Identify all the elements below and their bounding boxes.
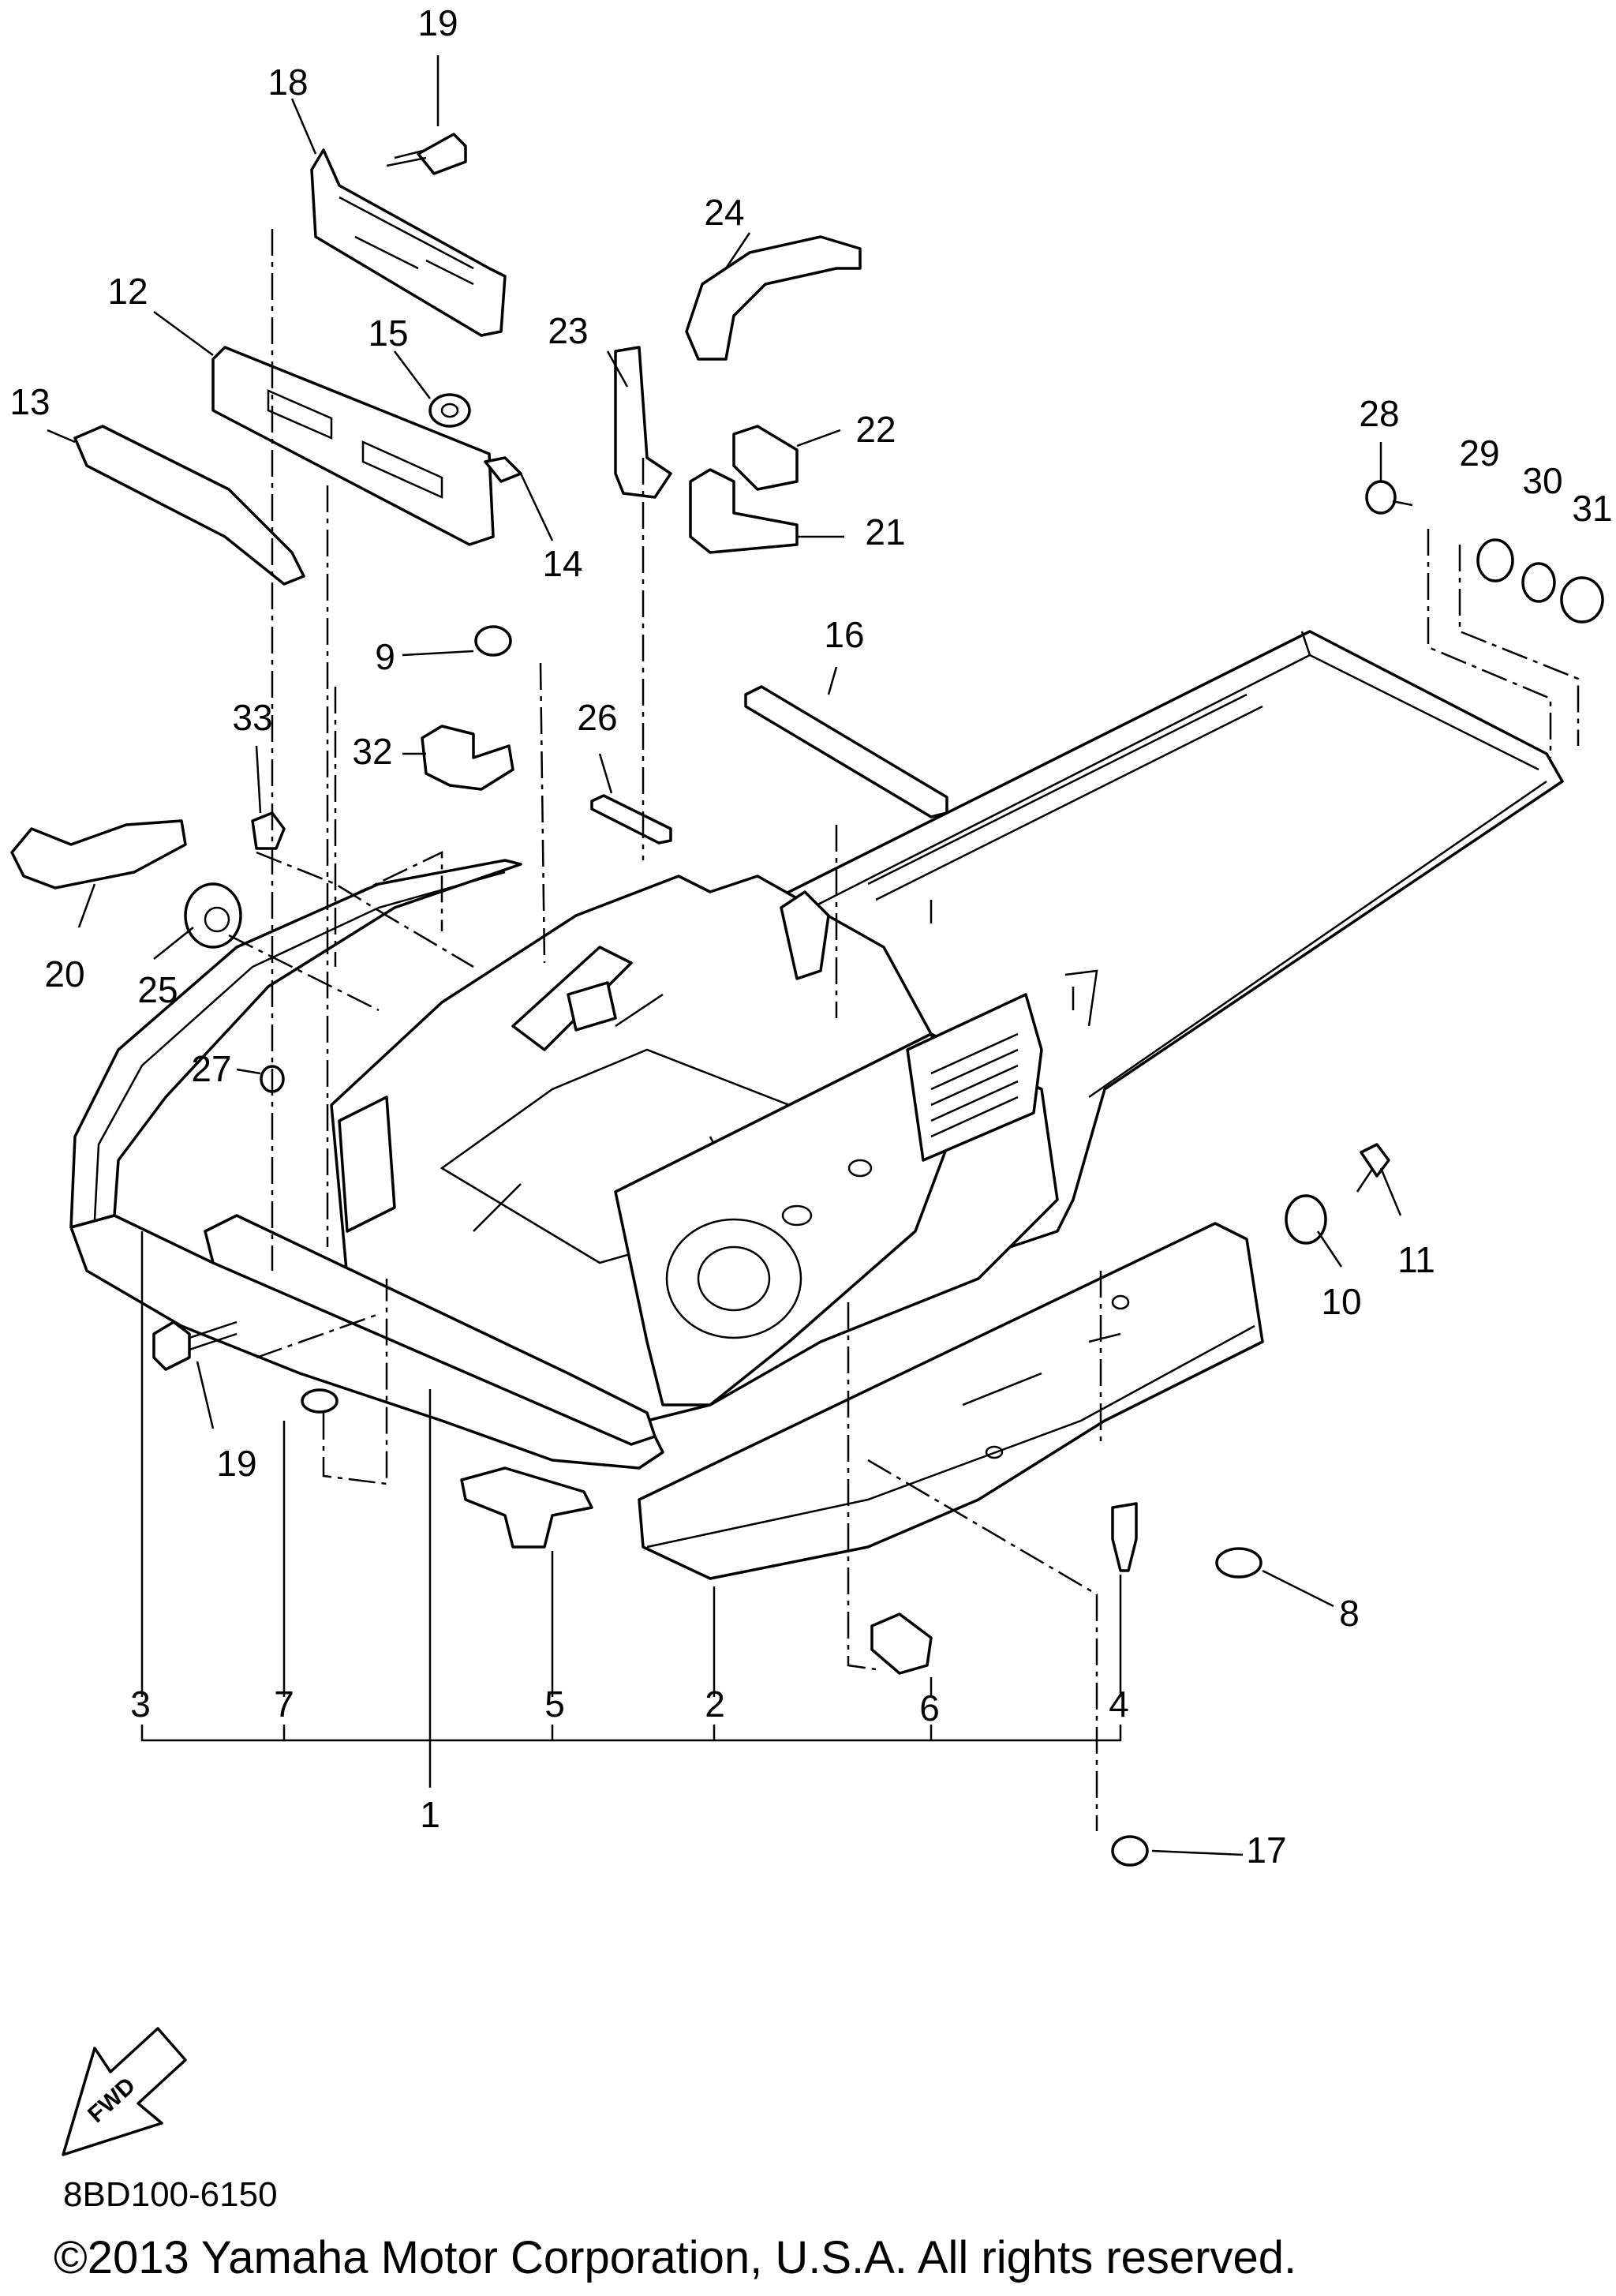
callout-3: 3 (130, 1684, 151, 1725)
callout-1: 1 (420, 1794, 440, 1835)
callout-5: 5 (544, 1684, 565, 1725)
side-cover (638, 1222, 1264, 1580)
callout-19-bottom: 19 (216, 1443, 256, 1484)
callout-23: 23 (548, 310, 588, 351)
callout-31: 31 (1572, 488, 1612, 529)
callout-18: 18 (267, 62, 308, 103)
callout-17: 17 (1246, 1830, 1286, 1871)
callout-32: 32 (352, 731, 392, 772)
callout-6: 6 (919, 1687, 940, 1729)
callout-28: 28 (1359, 393, 1399, 434)
assembly-lines (228, 229, 1580, 1831)
callout-2: 2 (705, 1684, 725, 1725)
callout-12: 12 (107, 271, 148, 312)
callout-16: 16 (824, 614, 864, 655)
callout-11: 11 (1397, 1239, 1435, 1280)
callout-30: 30 (1522, 460, 1562, 501)
callout-21: 21 (865, 511, 905, 552)
leader-lines (47, 55, 1402, 1856)
callout-27: 27 (191, 1048, 231, 1089)
callout-25: 25 (137, 969, 178, 1010)
callout-7: 7 (274, 1684, 294, 1725)
callout-10: 10 (1321, 1281, 1361, 1322)
reference-code: 8BD100-6150 (63, 2175, 278, 2214)
copyright-notice: ©2013 Yamaha Motor Corporation, U.S.A. A… (54, 2232, 1296, 2283)
callout-26: 26 (577, 697, 617, 738)
callout-8: 8 (1339, 1593, 1360, 1634)
callout-33: 33 (232, 697, 272, 738)
fwd-arrow-icon: FWD (62, 2027, 187, 2156)
callout-labels: 19 18 24 12 15 23 22 13 14 21 28 29 30 3… (9, 2, 1612, 1871)
main-frame (69, 630, 1564, 1470)
callout-20: 20 (44, 953, 84, 994)
callout-29: 29 (1459, 433, 1499, 474)
callout-22: 22 (855, 409, 896, 450)
callout-24: 24 (704, 192, 744, 233)
callout-4: 4 (1109, 1684, 1129, 1725)
callout-13: 13 (9, 381, 50, 422)
small-parts (10, 133, 1604, 1867)
callout-19-top: 19 (417, 2, 458, 43)
callout-14: 14 (542, 543, 582, 584)
callout-9: 9 (375, 636, 395, 677)
callout-15: 15 (368, 313, 408, 354)
